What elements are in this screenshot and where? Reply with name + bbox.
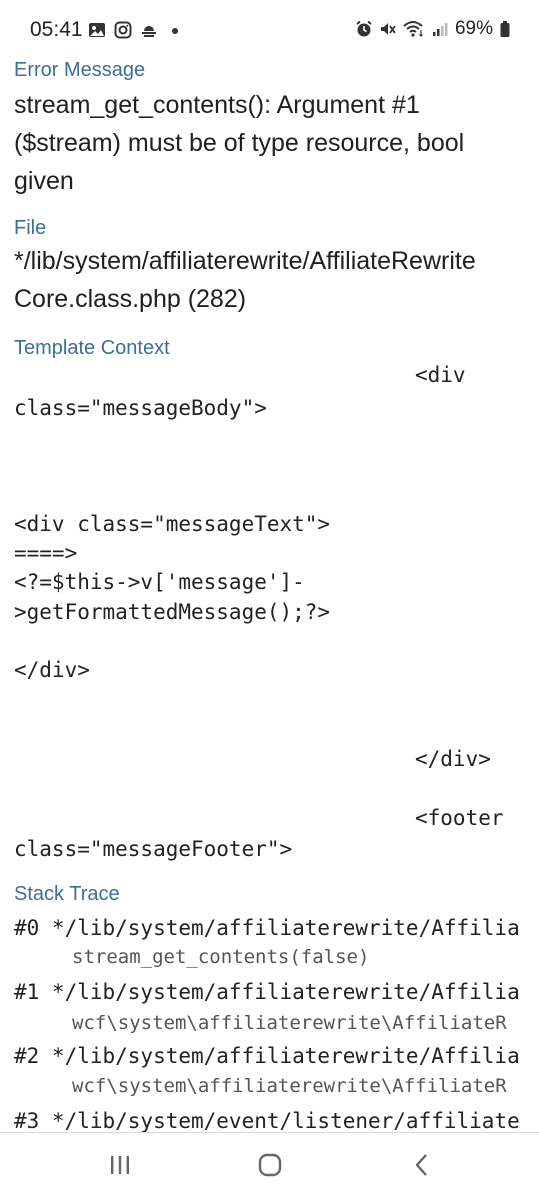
wifi-icon [403, 20, 425, 38]
file-label: File [14, 217, 47, 239]
back-button[interactable] [402, 1151, 442, 1183]
instagram-icon [114, 21, 132, 39]
mute-icon [379, 20, 397, 38]
battery-percent: 69% [454, 18, 493, 39]
stack-trace-entry: #0 */lib/system/affiliaterewrite/Affilia [14, 916, 520, 940]
home-icon [257, 1153, 283, 1182]
error-line: stream_get_contents(): Argument #1 [14, 91, 420, 119]
file-line: Core.class.php (282) [14, 285, 247, 313]
home-button[interactable] [250, 1151, 290, 1183]
code-line: <div [415, 363, 466, 387]
error-message-label: Error Message [14, 60, 146, 81]
navigation-bar [0, 1132, 539, 1200]
stack-trace-detail: wcf\system\affiliaterewrite\AffiliateR [72, 1012, 507, 1034]
signal-icon [431, 20, 449, 38]
code-line: <?=$this->v['message']- [14, 570, 305, 594]
alarm-icon [355, 20, 373, 38]
status-bar: 05:41 69% [0, 0, 539, 60]
back-icon [411, 1153, 433, 1182]
stack-trace-entry: #1 */lib/system/affiliaterewrite/Affilia [14, 980, 520, 1004]
code-line: ====> [14, 541, 78, 565]
code-line: <footer [415, 806, 504, 830]
template-context-label: Template Context [14, 337, 170, 359]
status-time: 05:41 [30, 18, 83, 41]
file-line: */lib/system/affiliaterewrite/AffiliateR… [14, 247, 476, 275]
code-line: class="messageFooter"> [14, 837, 293, 861]
stack-trace-detail: stream_get_contents(false) [72, 946, 370, 968]
code-line: >getFormattedMessage();?> [14, 600, 331, 624]
code-line: class="messageBody"> [14, 396, 267, 420]
code-line: <div class="messageText"> [14, 512, 331, 536]
battery-icon [499, 20, 511, 38]
notification-icons [88, 21, 184, 39]
error-page: Error Message stream_get_contents(): Arg… [0, 60, 539, 1132]
code-line: </div> [415, 747, 491, 771]
recent-apps-icon [108, 1154, 132, 1181]
error-line: ($stream) must be of type resource, bool [14, 129, 465, 157]
system-icons: 69% [355, 18, 511, 40]
file-path-text: */lib/system/affiliaterewrite/AffiliateR… [14, 242, 529, 318]
stack-trace-label: Stack Trace [14, 883, 120, 905]
stack-trace-entry: #3 */lib/system/event/listener/affiliate [14, 1109, 520, 1132]
dot-icon [166, 21, 184, 39]
recent-apps-button[interactable] [100, 1151, 140, 1183]
error-message-text: stream_get_contents(): Argument #1 ($str… [14, 86, 529, 200]
gallery-icon [88, 21, 106, 39]
weather-icon [140, 21, 158, 39]
stack-trace-detail: wcf\system\affiliaterewrite\AffiliateR [72, 1075, 507, 1097]
code-line: </div> [14, 658, 90, 682]
stack-trace-entry: #2 */lib/system/affiliaterewrite/Affilia [14, 1044, 520, 1068]
error-line: given [14, 167, 74, 195]
